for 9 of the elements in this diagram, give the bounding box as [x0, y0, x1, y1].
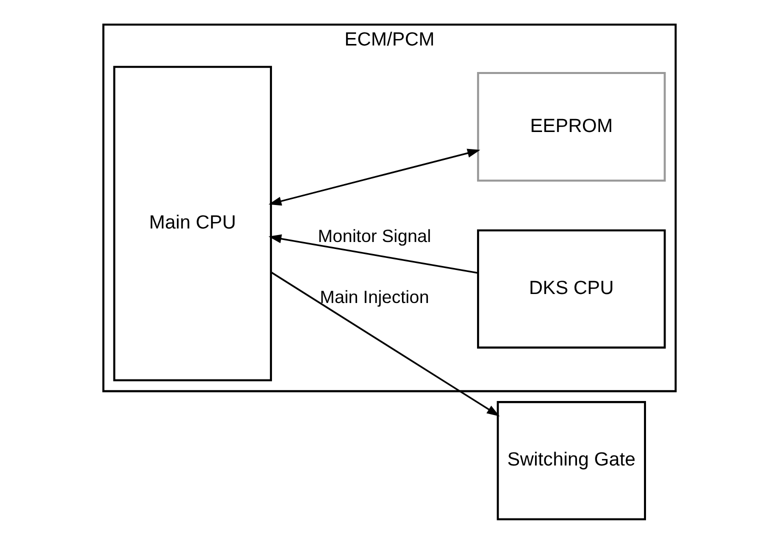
arrow	[268, 148, 480, 206]
node-box: Switching Gate	[496, 401, 646, 520]
node-box: DKS CPU	[477, 229, 666, 349]
edge-label: Main Injection	[320, 287, 430, 308]
arrow	[268, 234, 478, 274]
node-box: Main CPU	[113, 66, 272, 382]
arrow	[270, 271, 500, 416]
edge-label: Monitor Signal	[318, 226, 432, 246]
node-box: EEPROM	[477, 72, 666, 182]
